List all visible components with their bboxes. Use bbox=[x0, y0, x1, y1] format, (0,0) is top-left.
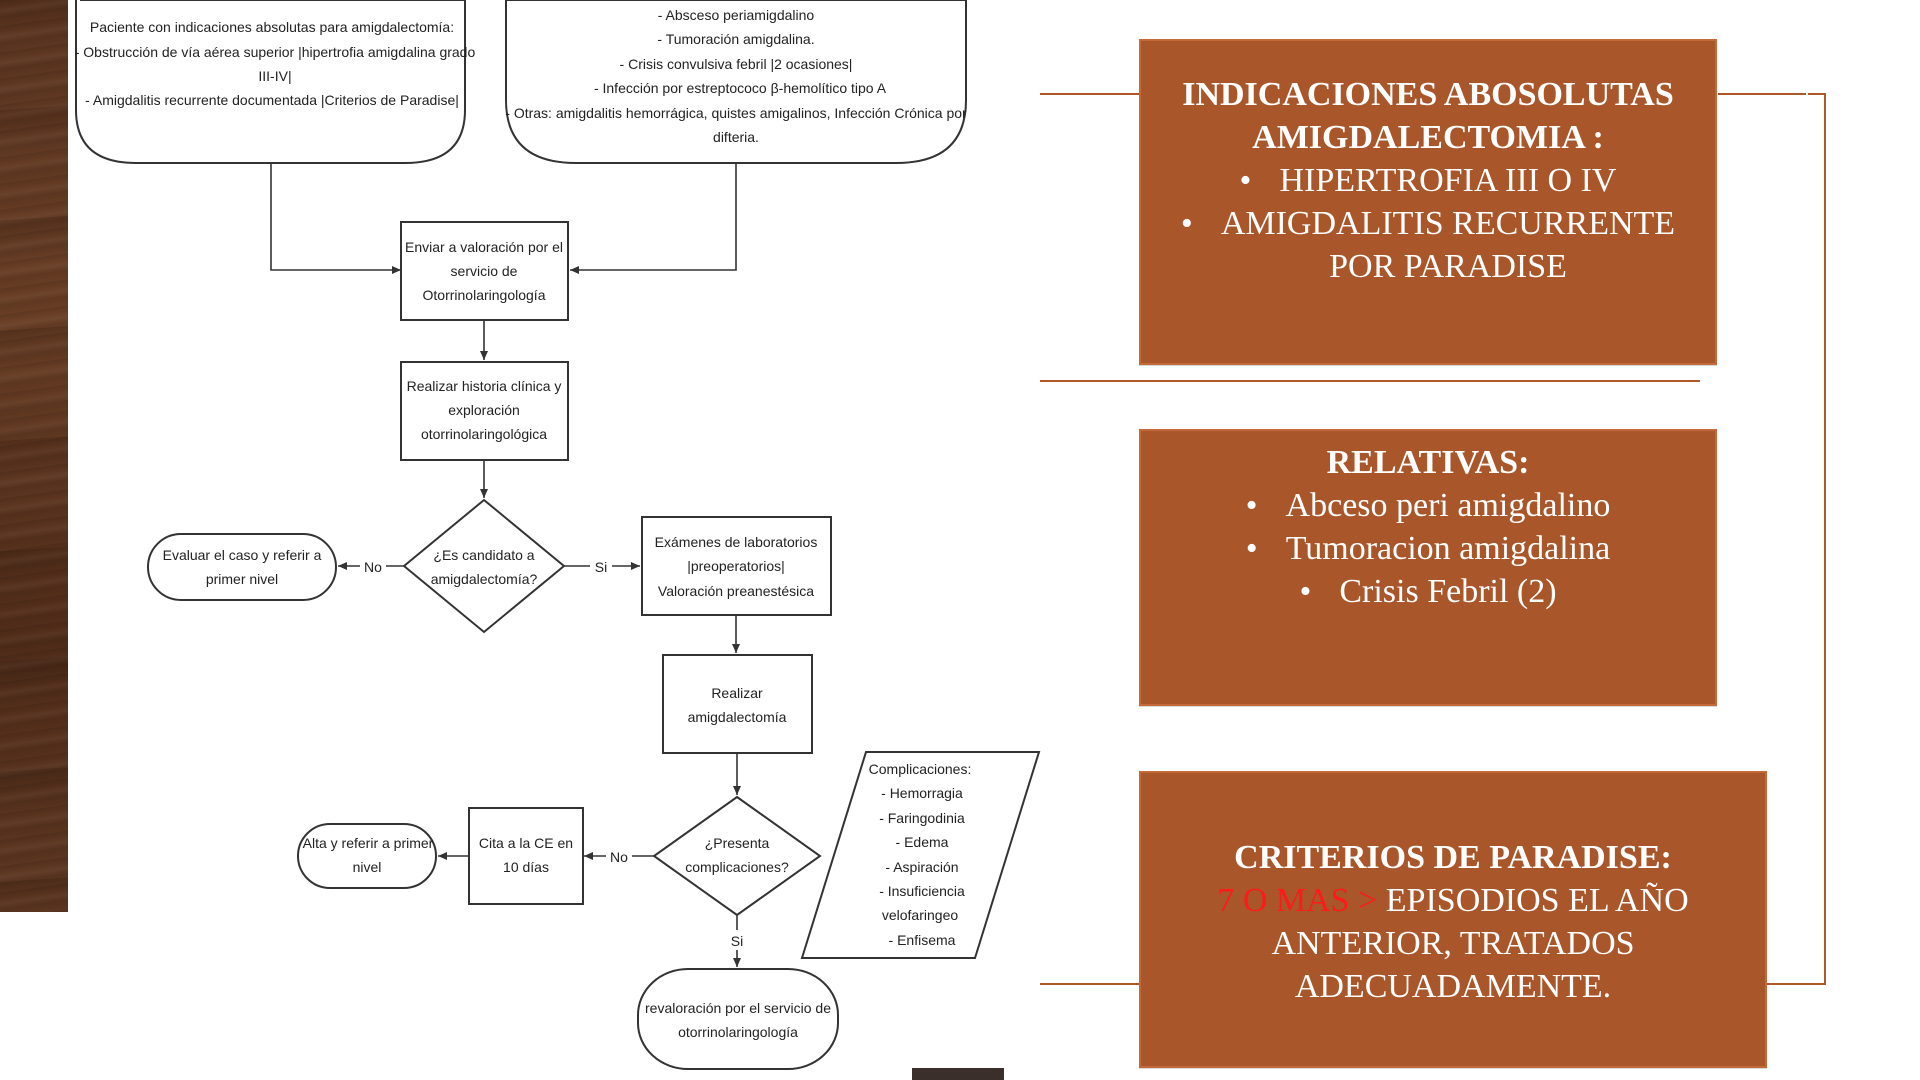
relativas-line-6: difteria. bbox=[713, 129, 759, 145]
card-relativas-title: RELATIVAS: bbox=[1326, 444, 1530, 481]
revaloracion-line-1: revaloración por el servicio de bbox=[645, 1000, 831, 1016]
relativas-box bbox=[505, 0, 967, 164]
complicaciones-item-6: velofaringeo bbox=[882, 907, 958, 923]
card-relativas-list: •Abceso peri amigdalino •Tumoracion amig… bbox=[1141, 484, 1715, 613]
card-relativas-item: •Tumoracion amigdalina bbox=[1245, 530, 1611, 567]
label-no-2: No bbox=[610, 849, 628, 865]
cita-box bbox=[468, 807, 584, 905]
complicaciones-item-1: - Hemorragia bbox=[881, 785, 963, 801]
enviar-box bbox=[400, 221, 569, 321]
complicaciones-item-4: - Aspiración bbox=[885, 859, 958, 875]
card-absolutas: INDICACIONES ABOSOLUTAS AMIGDALECTOMIA :… bbox=[1139, 39, 1717, 365]
card-absolutas-list: •HIPERTROFIA III O IV •AMIGDALITIS RECUR… bbox=[1141, 159, 1715, 288]
label-si-2: Si bbox=[731, 933, 743, 949]
frame-bottom-right bbox=[1766, 983, 1826, 985]
card-paradise-line-1: 7 O MAS > EPISODIOS EL AÑO bbox=[1141, 879, 1765, 922]
card-paradise-line-2: ANTERIOR, TRATADOS bbox=[1271, 925, 1635, 962]
complicaciones-list-shape bbox=[800, 751, 1041, 959]
examenes-line-1: Exámenes de laboratorios bbox=[655, 534, 818, 550]
frame-middle-divider bbox=[1040, 380, 1700, 382]
decision-candidato bbox=[402, 498, 566, 634]
decision-complicaciones bbox=[652, 795, 822, 917]
card-paradise-title: CRITERIOS DE PARADISE: bbox=[1234, 839, 1672, 876]
card-relativas-item: •Abceso peri amigdalino bbox=[1245, 487, 1611, 524]
historia-line-3: otorrinolaringológica bbox=[421, 426, 547, 442]
enviar-line-2: servicio de bbox=[451, 263, 518, 279]
card-paradise: CRITERIOS DE PARADISE: 7 O MAS > EPISODI… bbox=[1139, 771, 1767, 1068]
evaluar-line-1: Evaluar el caso y referir a bbox=[163, 547, 322, 563]
frame-top-left bbox=[1040, 93, 1140, 95]
complicaciones-item-3: - Edema bbox=[896, 834, 949, 850]
card-paradise-line-3: ADECUADAMENTE. bbox=[1294, 968, 1612, 1005]
candidato-line-1: ¿Es candidato a bbox=[433, 547, 534, 563]
evaluar-box bbox=[147, 533, 337, 601]
relativas-line-3: - Crisis convulsiva febril |2 ocasiones| bbox=[620, 56, 853, 72]
absolutas-line-1: Paciente con indicaciones absolutas para… bbox=[90, 19, 454, 35]
frame-top-right bbox=[1718, 93, 1826, 95]
complicaciones-q-line-1: ¿Presenta bbox=[705, 835, 770, 851]
frame-inner-right bbox=[1718, 78, 1826, 80]
card-absolutas-title-2: AMIGDALECTOMIA : bbox=[1252, 119, 1604, 156]
examenes-box bbox=[641, 516, 832, 616]
complicaciones-title: Complicaciones: bbox=[869, 761, 972, 777]
complicaciones-item-2: - Faringodinia bbox=[879, 810, 965, 826]
absolutas-line-4: - Amigdalitis recurrente documentada |Cr… bbox=[85, 92, 459, 108]
absolutas-line-3: III-IV| bbox=[258, 68, 291, 84]
examenes-line-2: |preoperatorios| bbox=[687, 558, 785, 574]
complicaciones-item-5: - Insuficiencia bbox=[879, 883, 965, 899]
complicaciones-q-line-2: complicaciones? bbox=[685, 859, 789, 875]
relativas-line-5: - Otras: amigdalitis hemorrágica, quiste… bbox=[505, 105, 967, 121]
card-absolutas-item-cont: POR PARADISE bbox=[1329, 248, 1567, 285]
revaloracion-line-2: otorrinolaringología bbox=[678, 1024, 798, 1040]
enviar-line-3: Otorrinolaringología bbox=[423, 287, 546, 303]
frame-right-vertical bbox=[1824, 93, 1826, 985]
alta-line-1: Alta y referir a primer bbox=[303, 835, 434, 851]
absolutas-line-2: - Obstrucción de vía aérea superior |hip… bbox=[75, 44, 476, 60]
relativas-line-4: - Infección por estreptococo β-hemolític… bbox=[594, 80, 887, 96]
alta-box bbox=[297, 823, 437, 889]
cita-line-2: 10 días bbox=[503, 859, 549, 875]
historia-line-2: exploración bbox=[448, 402, 520, 418]
absolutas-box bbox=[75, 0, 466, 164]
label-si-1: Si bbox=[595, 559, 607, 575]
enviar-line-1: Enviar a valoración por el bbox=[405, 239, 563, 255]
realizar-line-1: Realizar bbox=[711, 685, 763, 701]
relativas-line-2: - Tumoración amigdalina. bbox=[657, 31, 814, 47]
historia-line-1: Realizar historia clínica y bbox=[407, 378, 562, 394]
card-absolutas-item: •HIPERTROFIA III O IV bbox=[1239, 162, 1617, 199]
card-relativas-item: •Crisis Febril (2) bbox=[1299, 573, 1557, 610]
realizar-box bbox=[662, 654, 813, 754]
alta-line-2: nivel bbox=[353, 859, 382, 875]
complicaciones-item-7: - Enfisema bbox=[889, 932, 956, 948]
card-relativas: RELATIVAS: •Abceso peri amigdalino •Tumo… bbox=[1139, 429, 1717, 706]
paradise-highlight: 7 O MAS > bbox=[1217, 882, 1378, 919]
card-absolutas-title-1: INDICACIONES ABOSOLUTAS bbox=[1182, 76, 1674, 113]
evaluar-line-2: primer nivel bbox=[206, 571, 278, 587]
relativas-line-1: - Absceso periamigdalino bbox=[658, 7, 815, 23]
revaloracion-box bbox=[637, 968, 839, 1070]
examenes-line-3: Valoración preanestésica bbox=[658, 583, 814, 599]
candidato-line-2: amigdalectomía? bbox=[431, 571, 538, 587]
paradise-line-1-text: EPISODIOS EL AÑO bbox=[1377, 882, 1689, 919]
label-no-1: No bbox=[364, 559, 382, 575]
card-absolutas-item: •AMIGDALITIS RECURRENTE bbox=[1180, 205, 1676, 242]
bottom-dark-tab bbox=[912, 1068, 1004, 1080]
cita-line-1: Cita a la CE en bbox=[479, 835, 573, 851]
frame-bottom-left bbox=[1040, 983, 1140, 985]
frame-white-right bbox=[1806, 78, 1808, 978]
realizar-line-2: amigdalectomía bbox=[688, 709, 787, 725]
